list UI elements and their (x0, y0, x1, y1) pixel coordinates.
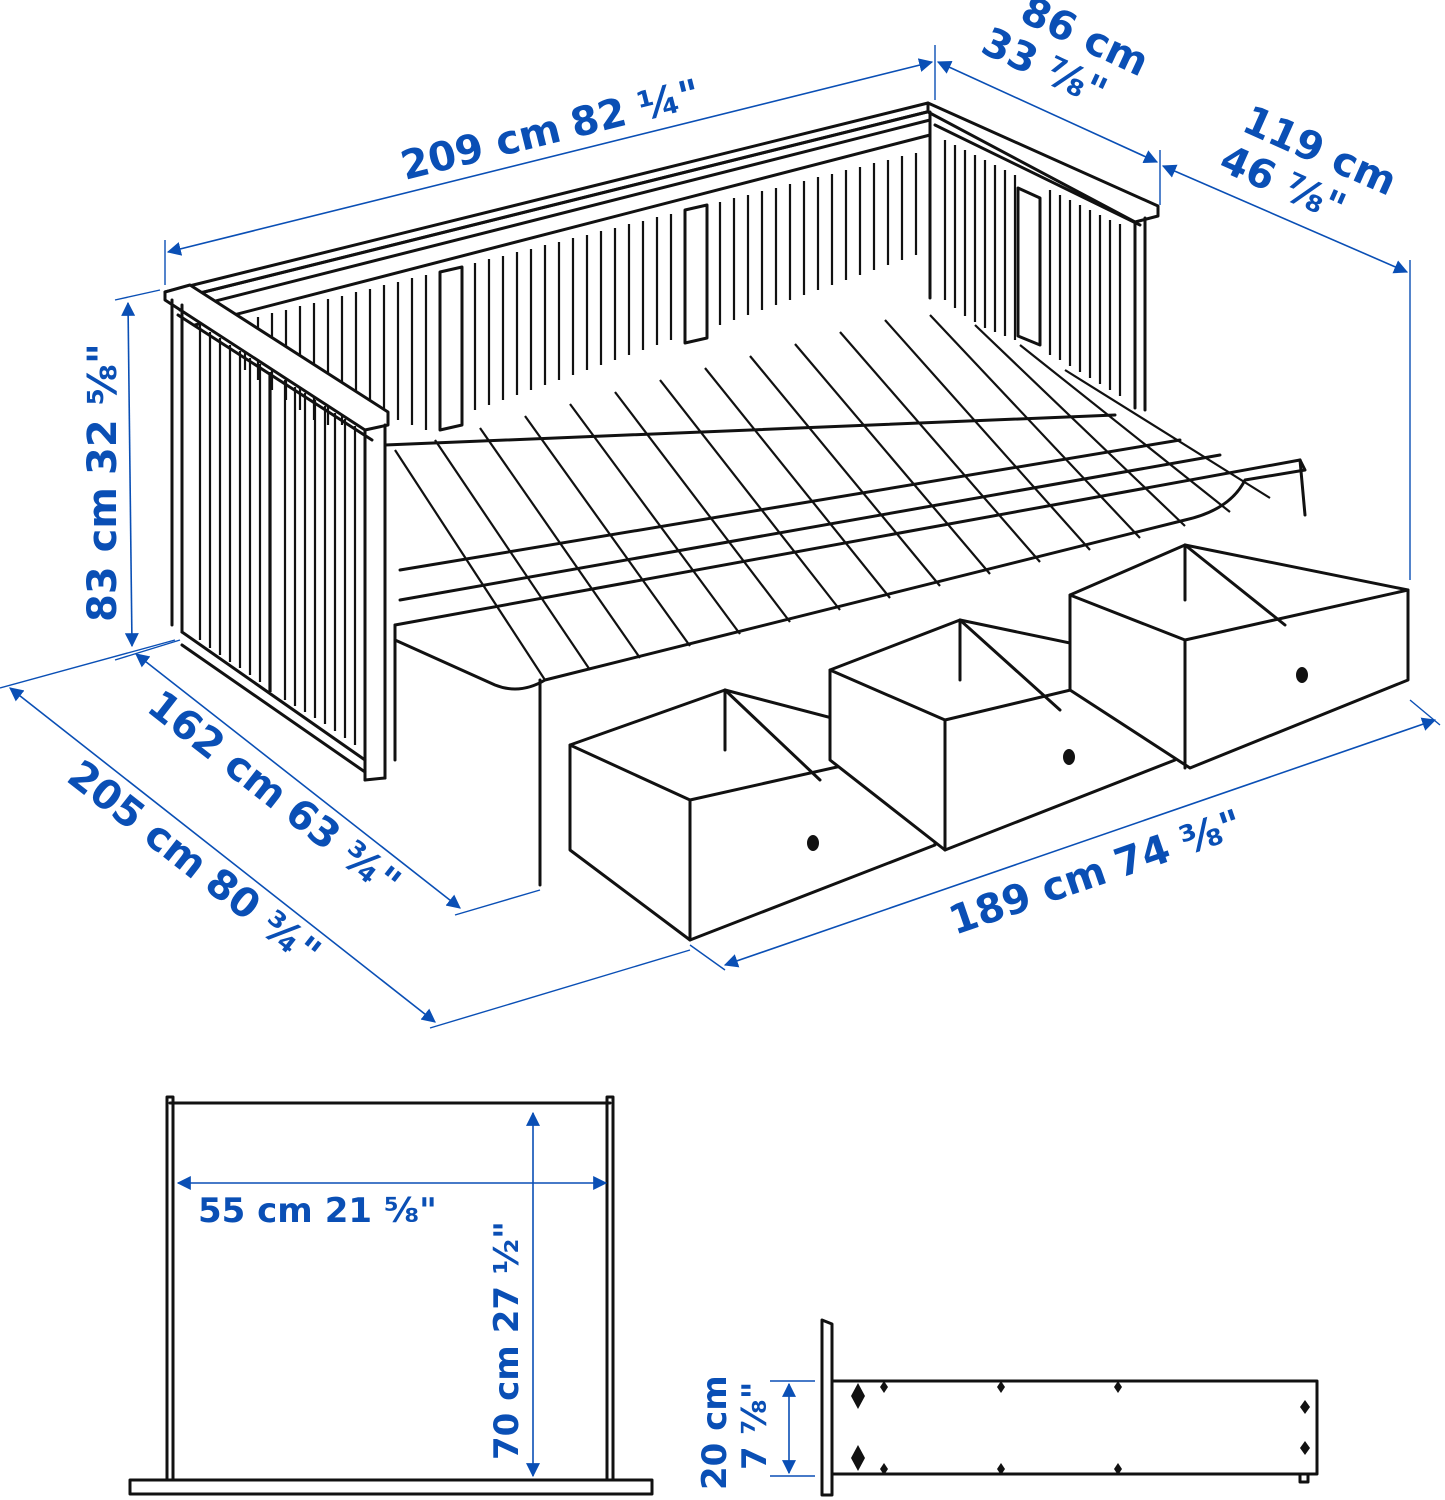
drawer-side-fittings (851, 1381, 1310, 1475)
label-side-depth: 119 cm 46 ⅞" (1213, 97, 1403, 232)
bed-slats (394, 314, 1271, 681)
label-drawer-height-metric: 20 cm (695, 1375, 735, 1490)
drawer-side-view: 20 cm 7 ⅞" (695, 1318, 1319, 1497)
drawer-knob-icon (1063, 749, 1075, 765)
label-height: 83 cm32 ⅝" (80, 343, 126, 622)
drawer-knob-icon (1296, 667, 1308, 683)
svg-text:20 cm: 20 cm (695, 1375, 735, 1490)
label-drawer-height-imperial: 7 ⅞" (735, 1382, 775, 1470)
svg-text:83 cm32 ⅝": 83 cm32 ⅝" (80, 343, 126, 622)
svg-text:7 ⅞": 7 ⅞" (735, 1382, 775, 1470)
dimension-lines (0, 45, 1441, 1029)
label-backrest-depth: 86 cm 33 ⅞" (975, 0, 1156, 116)
drawer-right (1068, 543, 1410, 770)
slatted-base (383, 314, 1307, 887)
label-drawer-depth: 70 cm27 ½" (487, 1221, 527, 1460)
drawer-knob-icon (807, 835, 819, 851)
svg-text:70 cm27 ½": 70 cm27 ½" (487, 1221, 527, 1460)
